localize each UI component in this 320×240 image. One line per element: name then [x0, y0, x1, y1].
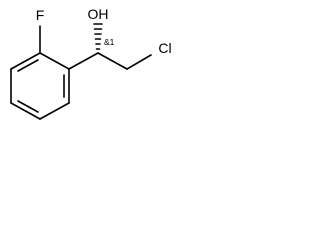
ring-bond	[39, 52, 70, 70]
ring-bond	[10, 52, 41, 70]
ring-bond	[10, 102, 41, 120]
hydroxyl-label: OH	[88, 6, 109, 22]
molecule-structure: F OH Cl &1	[10, 6, 172, 120]
ring-bond	[39, 102, 70, 120]
benzene-ring	[10, 52, 70, 120]
ring-to-carbinol-bond	[68, 52, 99, 70]
carbinol-to-ch2-bond	[97, 52, 128, 70]
fluorine-label: F	[36, 7, 45, 23]
ring-double-bond	[17, 59, 39, 72]
hashed-wedge-bond	[93, 23, 103, 50]
chlorine-label: Cl	[158, 40, 171, 56]
stereo-label: &1	[104, 37, 115, 47]
ring-double-bond	[17, 100, 39, 113]
ch2-to-cl-bond	[126, 54, 152, 70]
